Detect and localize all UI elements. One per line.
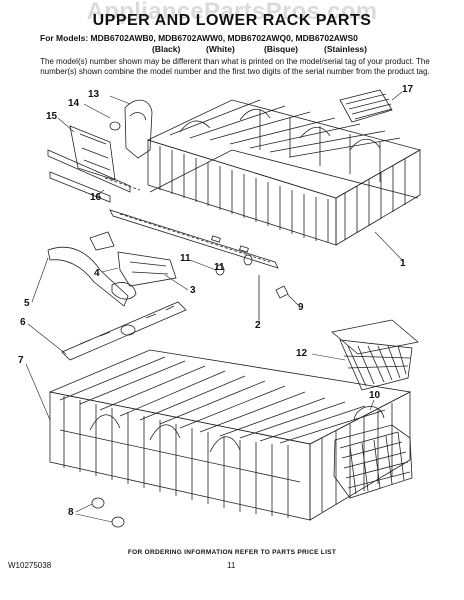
callout-8: 8 [68,507,74,518]
models-line: For Models: MDB6702AWB0, MDB6702AWW0, MD… [40,33,358,43]
color-white: (White) [206,44,235,54]
color-black: (Black) [152,44,181,54]
sliders-drawing [339,89,393,123]
wheel-11-b [244,255,252,265]
wheel-8-b [112,517,124,527]
callout-13: 13 [88,89,100,100]
callout-11-b: 11 [214,262,225,273]
callout-14: 14 [68,98,80,109]
page-title: UPPER AND LOWER RACK PARTS [92,12,372,29]
document-number: W10275038 [8,561,52,570]
callout-7: 7 [18,355,24,366]
callout-5: 5 [24,298,30,309]
callout-10: 10 [369,390,381,401]
color-bisque: (Bisque) [264,44,298,54]
wheel-8-a [92,498,104,508]
silverware-basket-drawing [334,406,412,498]
manifold-drawing [48,232,176,306]
rack-rail-drawing [110,210,278,320]
page-number: 11 [227,561,236,570]
callout-2: 2 [255,320,261,331]
callout-11-a: 11 [180,253,191,264]
callout-9: 9 [298,302,304,313]
upper-rack-drawing [146,99,422,246]
callout-15: 15 [46,111,58,122]
callout-4: 4 [94,268,100,279]
clip-9-drawing [276,286,288,298]
spray-arm-drawing [62,302,186,360]
callout-1: 1 [400,258,406,269]
ordering-footer: FOR ORDERING INFORMATION REFER TO PARTS … [127,549,337,556]
model-note: The model(s) number shown may be differe… [40,57,430,76]
adjuster-drawing [48,100,152,202]
leader-lines [26,92,404,522]
small-basket-drawing [331,319,419,391]
callout-17: 17 [402,84,414,95]
callout-3: 3 [190,285,196,296]
callout-16: 16 [90,192,102,203]
lower-rack-drawing [48,349,412,521]
color-stainless: (Stainless) [324,44,367,54]
callout-12: 12 [296,348,308,359]
callout-6: 6 [20,317,26,328]
